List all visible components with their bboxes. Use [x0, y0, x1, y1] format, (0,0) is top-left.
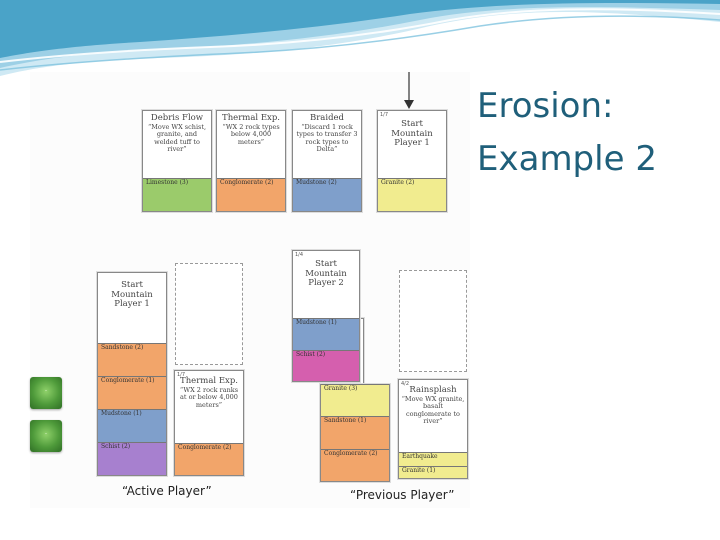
card-band: Limestone (3) — [143, 178, 211, 211]
card-band: Granite (2) — [378, 178, 446, 211]
card-thermal-exp-top: Thermal Exp. “WX 2 rock types below 4,00… — [216, 110, 286, 212]
card-start-mountain-p1-top: 1/7 Start Mountain Player 1 Granite (2) — [377, 110, 447, 212]
card-title: Start Mountain Player 1 — [391, 119, 433, 148]
stack-band-conglomerate: Conglomerate (1) — [98, 376, 166, 409]
card-text: “Move WX schist, granite, and welded tuf… — [147, 122, 207, 153]
card-title: Rainsplash — [409, 385, 457, 395]
card-debris-flow: Debris Flow “Move WX schist, granite, an… — [142, 110, 212, 212]
card-title: Start Mountain Player 1 — [111, 280, 153, 309]
action-button-2[interactable]: · — [30, 420, 62, 452]
stack-band-schist: Schist (2) — [293, 350, 359, 381]
slide-title-line2: Example 2 — [477, 139, 657, 179]
card-text: “WX 2 rock ranks at or below 4,000 meter… — [179, 385, 239, 409]
card-title: Thermal Exp. — [180, 376, 238, 386]
card-marker: 4/2 — [401, 381, 410, 387]
card-text: “WX 2 rock types below 4,000 meters” — [222, 122, 280, 146]
down-arrow-icon — [404, 72, 414, 109]
action-button-1[interactable]: · — [30, 377, 62, 409]
caption-previous-player: “Previous Player” — [350, 488, 455, 502]
card-band: Conglomerate (2) — [217, 178, 285, 211]
card-text: “Move WX granite, basalt conglomerate to… — [401, 394, 465, 425]
empty-card-slot — [399, 270, 467, 372]
card-band: Mudstone (2) — [293, 178, 361, 211]
card-marker: 1/7 — [380, 112, 389, 118]
stack-band-schist: Schist (2) — [98, 442, 166, 475]
button-label: · — [44, 428, 48, 438]
card-title: Start Mountain Player 2 — [305, 259, 347, 288]
active-player-stack: Start Mountain Player 1 Sandstone (2) Co… — [97, 272, 167, 476]
card-braided: Braided “Discard 1 rock types to transfe… — [292, 110, 362, 212]
card-thermal-exp-active: 1/7 Thermal Exp. “WX 2 rock ranks at or … — [174, 370, 244, 476]
previous-player-stack: 1/4 Start Mountain Player 2 Mudstone (1)… — [292, 250, 360, 382]
empty-card-slot — [175, 263, 243, 365]
card-title: Debris Flow — [150, 113, 204, 123]
button-label: · — [44, 385, 48, 395]
card-band-granite: Granite (1) — [399, 466, 467, 478]
card-rainsplash: 4/2 Rainsplash “Move WX granite, basalt … — [398, 379, 468, 479]
card-marker: 1/7 — [177, 372, 186, 378]
card-title: Braided — [309, 113, 344, 123]
card-title: Thermal Exp. — [222, 113, 280, 123]
slide-title: Erosion: Example 2 — [477, 80, 707, 186]
stack-band-mudstone: Mudstone (1) — [98, 409, 166, 442]
stack-band-sandstone: Sandstone (1) — [321, 416, 389, 449]
stack-band-mudstone: Mudstone (1) — [293, 318, 359, 350]
card-text: “Discard 1 rock types to transfer 3 rock… — [296, 122, 358, 153]
caption-active-player: “Active Player” — [122, 484, 212, 498]
stack-band-granite: Granite (3) — [321, 384, 389, 416]
card-band-earthquake: Earthquake — [399, 452, 467, 466]
card-marker: 1/4 — [295, 252, 304, 258]
card-band: Conglomerate (2) — [175, 443, 243, 475]
stack-band-conglomerate: Conglomerate (2) — [321, 449, 389, 481]
slide-title-line1: Erosion: — [477, 86, 614, 126]
previous-lower-stack: Granite (3) Sandstone (1) Conglomerate (… — [320, 384, 390, 482]
stack-band-sandstone: Sandstone (2) — [98, 343, 166, 376]
header-wave-decoration — [0, 0, 720, 76]
